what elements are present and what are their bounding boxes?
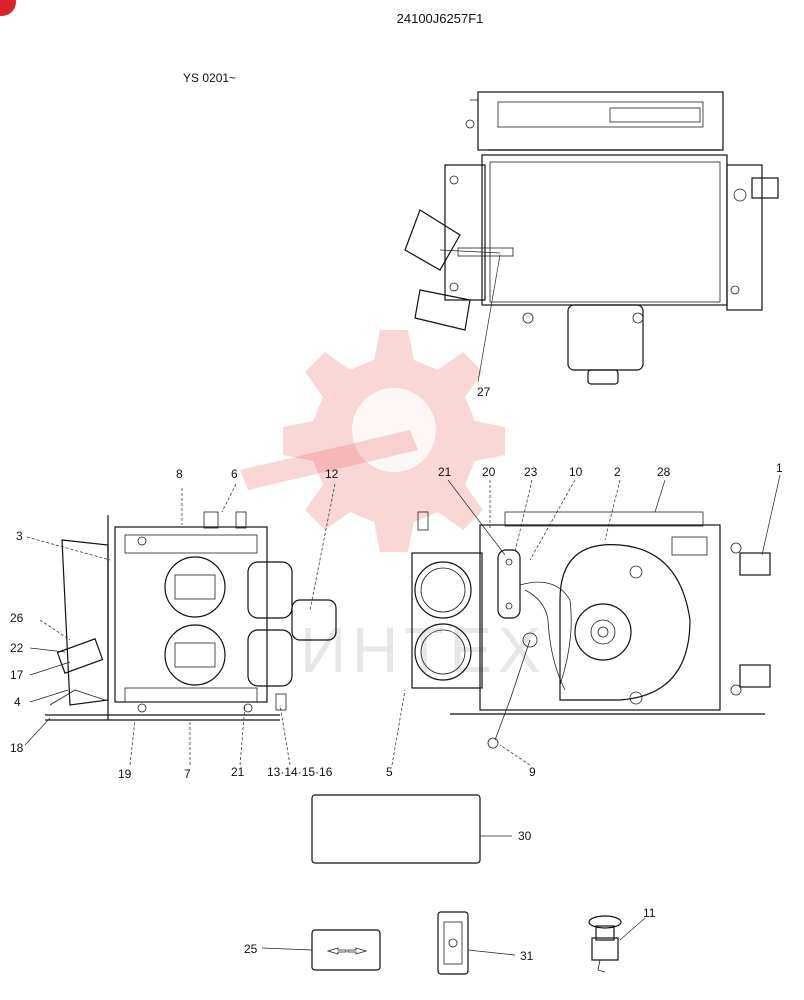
callout-19: 19 — [118, 767, 132, 781]
callout-27: 27 — [477, 385, 491, 399]
leader-22 — [29, 647, 66, 653]
callout-18: 18 — [10, 741, 24, 755]
callout-7: 7 — [184, 767, 191, 781]
callout-31: 31 — [520, 949, 534, 963]
callout-1: 1 — [776, 461, 783, 475]
leader-18 — [24, 717, 51, 746]
switch-plate-25 — [311, 929, 381, 971]
callout-17: 17 — [10, 668, 24, 682]
leader-28 — [654, 479, 666, 513]
callout-26: 26 — [10, 611, 24, 625]
callout-28: 28 — [657, 465, 671, 479]
watermark-text: ИНТЕХ — [300, 614, 547, 686]
serial-range-label: YS 0201~ — [183, 71, 236, 85]
leader-3 — [26, 536, 111, 561]
arrow-left-icon — [326, 947, 347, 955]
right-front-view — [411, 511, 771, 749]
callout-21-bottom: 21 — [231, 765, 245, 779]
callout-2: 2 — [614, 465, 621, 479]
part-number-title: 24100J6257F1 — [397, 11, 484, 26]
callout-8: 8 — [176, 467, 183, 481]
callout-30: 30 — [518, 829, 532, 843]
callout-11: 11 — [643, 906, 656, 920]
leader-23 — [514, 479, 533, 553]
leader-19 — [129, 719, 136, 766]
callout-22: 22 — [10, 641, 24, 655]
leader-2 — [604, 479, 621, 541]
leader-26 — [39, 619, 71, 641]
leader-31 — [467, 949, 516, 956]
leader-9 — [499, 744, 531, 766]
callout-13-16: 13·14·15·16 — [267, 765, 333, 779]
leader-5 — [391, 689, 406, 766]
leader-6 — [221, 483, 237, 513]
callout-21-top: 21 — [438, 465, 452, 479]
leader-10 — [529, 479, 576, 561]
callout-3: 3 — [16, 529, 23, 543]
callout-4: 4 — [14, 695, 21, 709]
leader-4 — [29, 689, 69, 703]
leader-25 — [261, 947, 313, 951]
callout-9: 9 — [529, 765, 536, 779]
leader-21a — [447, 479, 506, 556]
switch-31 — [437, 911, 469, 975]
leader-12 — [309, 483, 336, 611]
callout-6: 6 — [231, 467, 238, 481]
arrow-right-icon — [347, 947, 368, 955]
watermark-gear-icon — [240, 330, 505, 552]
callout-20: 20 — [482, 465, 496, 479]
top-heater-unit — [404, 91, 779, 385]
leader-13-16 — [279, 704, 291, 766]
leader-17 — [29, 661, 71, 676]
label-plate-30 — [311, 794, 481, 864]
leader-1 — [761, 474, 781, 556]
knob-11 — [588, 915, 622, 973]
callout-25: 25 — [244, 942, 258, 956]
corner-badge-icon — [0, 0, 16, 16]
leader-11 — [619, 917, 646, 941]
callout-23: 23 — [524, 465, 538, 479]
callout-5: 5 — [386, 765, 393, 779]
leader-21b — [239, 704, 246, 766]
callout-10: 10 — [569, 465, 583, 479]
left-side-view — [45, 511, 337, 721]
callout-12: 12 — [325, 467, 339, 481]
